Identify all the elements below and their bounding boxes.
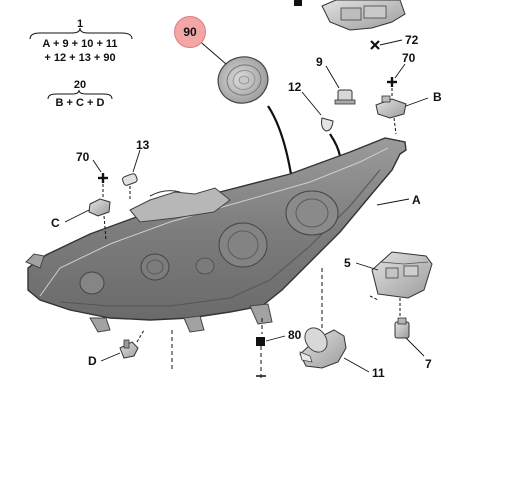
- label-9: 9: [316, 55, 323, 69]
- leader-5: [355, 262, 379, 271]
- dash-D: [136, 329, 145, 343]
- bulb-part-9: [334, 89, 356, 105]
- bulb-fit-line: [329, 133, 342, 157]
- label-A: A: [412, 193, 421, 207]
- cap-fit-line: [267, 105, 294, 181]
- part-13: [122, 173, 138, 186]
- bulb-part-11: [299, 327, 347, 369]
- group-1-brace: [29, 27, 133, 40]
- label-70-left: 70: [76, 150, 90, 164]
- highlighted-label-90[interactable]: 90: [174, 16, 206, 48]
- leader-72: [379, 39, 403, 46]
- headlamp-housing-A: [25, 137, 407, 333]
- label-12: 12: [288, 80, 302, 94]
- label-11: 11: [372, 366, 385, 380]
- module-part-5: [371, 251, 433, 299]
- label-D: D: [88, 354, 97, 368]
- dash-C-down: [103, 215, 107, 241]
- leader-80: [265, 335, 286, 342]
- leader-13: [132, 149, 141, 173]
- bulb-part-12: [321, 117, 334, 132]
- group-20-brace: [47, 89, 113, 100]
- plus-marker-70-left: [98, 173, 108, 183]
- label-C: C: [51, 216, 60, 230]
- group-20-line-1: B + C + D: [55, 97, 105, 109]
- dash-B-down: [393, 117, 397, 135]
- label-5: 5: [344, 256, 351, 270]
- label-13: 13: [136, 138, 150, 152]
- leader-9: [325, 65, 340, 89]
- label-B: B: [433, 90, 442, 104]
- group-1-line-2: + 12 + 13 + 90: [44, 52, 116, 64]
- bracket-part-B: [375, 95, 407, 119]
- leader-B: [405, 97, 429, 107]
- label-70-right: 70: [402, 51, 416, 65]
- leader-7: [405, 337, 425, 357]
- leader-12: [301, 91, 322, 116]
- label-7: 7: [425, 357, 432, 371]
- leader-D: [100, 352, 121, 362]
- leader-C: [64, 209, 90, 223]
- plus-marker-70-right: [387, 77, 397, 87]
- cap-part-90: [217, 56, 269, 104]
- leader-A: [376, 198, 410, 206]
- square-marker-80: [256, 337, 265, 346]
- leader-70-left: [92, 159, 102, 173]
- group-20-number: 20: [73, 79, 87, 91]
- connector-part-7: [394, 317, 410, 339]
- bracket-part-D: [119, 339, 139, 359]
- label-72: 72: [405, 33, 419, 47]
- group-1-line-1: A + 9 + 10 + 11: [42, 38, 118, 50]
- label-80: 80: [288, 328, 302, 342]
- leader-70-right: [394, 63, 406, 79]
- dash-5-left: [369, 295, 379, 301]
- leader-11: [343, 357, 370, 373]
- bracket-part-72: [294, 0, 406, 31]
- bracket-part-C: [88, 198, 111, 217]
- cross-marker-72: [370, 40, 380, 50]
- group-1-number: 1: [76, 18, 84, 30]
